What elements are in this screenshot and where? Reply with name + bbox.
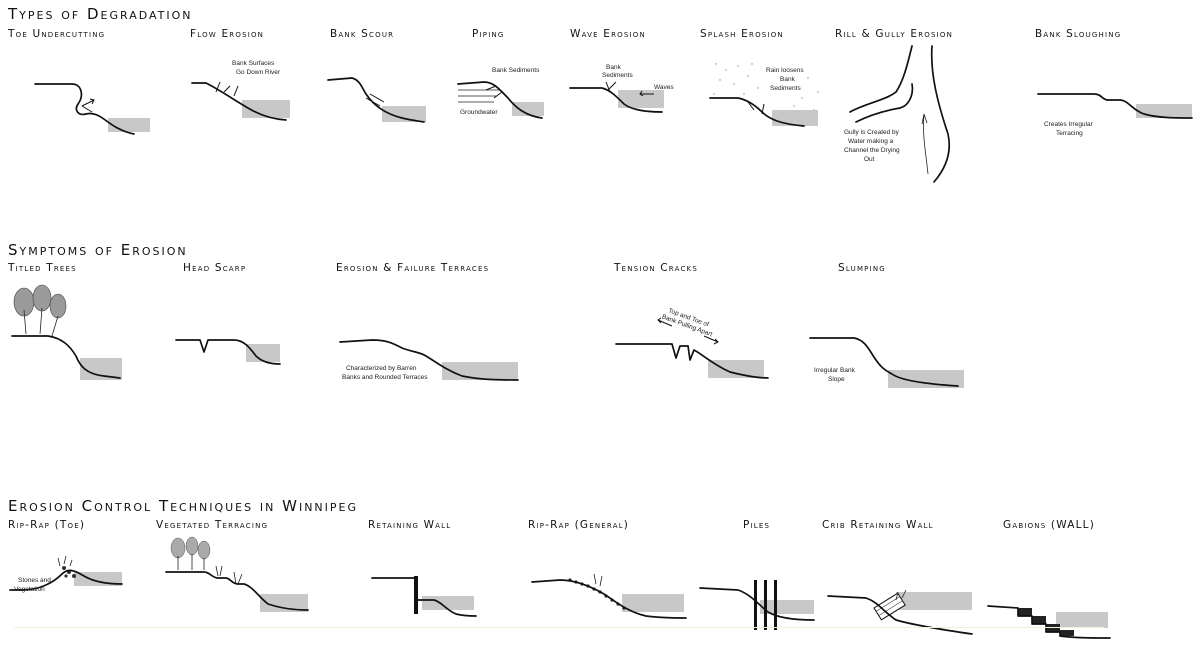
titled-trees-sketch xyxy=(11,284,122,380)
bank-scour-sketch xyxy=(327,77,426,123)
wave-note-2: Sediments xyxy=(602,72,633,79)
riprap-toe-label: Rip-Rap (Toe) xyxy=(8,519,86,531)
riprap-general-sketch xyxy=(531,573,687,619)
flow-note-1: Bank Surfaces xyxy=(232,60,275,67)
slumping-sketch: Irregular Bank Slope xyxy=(809,337,964,388)
rill-note-1: Gully is Created by xyxy=(844,129,900,136)
titled-trees-label: Titled Trees xyxy=(8,262,77,274)
symptoms-title: Symptoms of Erosion xyxy=(8,241,188,259)
wave-note-1: Bank xyxy=(606,64,622,71)
terraces-note-2: Banks and Rounded Terraces xyxy=(342,374,428,381)
rill-note-3: Channel the Drying xyxy=(844,147,900,154)
terraces-note-1: Characterized by Barren xyxy=(346,365,417,372)
piping-sediments-note: Bank Sediments xyxy=(492,67,540,74)
riprap-general-label: Rip-Rap (General) xyxy=(528,519,630,531)
slumping-note-1: Irregular Bank xyxy=(814,367,856,374)
rill-gully-sketch: Gully is Created by Water making a Chann… xyxy=(844,45,951,183)
tension-cracks-sketch: Top and Toe of Bank Pulling Apart xyxy=(615,307,769,379)
rill-note-2: Water making a xyxy=(848,138,894,145)
wave-erosion-label: Wave Erosion xyxy=(570,28,646,40)
toe-undercutting-label: Toe Undercutting xyxy=(8,28,106,40)
crib-retaining-wall-sketch xyxy=(827,589,973,635)
erosion-terraces-sketch: Characterized by Barren Banks and Rounde… xyxy=(339,339,519,381)
tension-cracks-label: Tension Cracks xyxy=(614,262,698,274)
degradation-title: Types of Degradation xyxy=(8,5,193,23)
bottom-rule xyxy=(14,627,1104,628)
riprap-toe-sketch: Stones and Vegetation xyxy=(9,555,123,593)
rill-gully-label: Rill & Gully Erosion xyxy=(835,28,954,40)
splash-erosion-label: Splash Erosion xyxy=(700,28,784,40)
gabions-wall-sketch xyxy=(987,605,1111,639)
riprap-toe-note-1: Stones and xyxy=(18,577,51,584)
bank-sloughing-label: Bank Sloughing xyxy=(1035,28,1122,40)
retaining-wall-sketch xyxy=(371,576,477,617)
piles-sketch xyxy=(699,580,815,630)
splash-erosion-sketch: Rain loosens Bank Sediments xyxy=(709,63,819,127)
sloughing-note-1: Creates Irregular xyxy=(1044,121,1094,128)
piles-label: Piles xyxy=(743,519,771,531)
vegetated-terracing-label: Vegetated Terracing xyxy=(156,519,269,531)
crib-retaining-wall-label: Crib Retaining Wall xyxy=(822,519,934,531)
wave-erosion-sketch: Bank Sediments Waves xyxy=(569,64,674,113)
sloughing-note-2: Terracing xyxy=(1056,130,1083,137)
splash-note-2: Bank xyxy=(780,76,796,83)
splash-note-1: Rain loosens xyxy=(766,67,804,74)
flow-erosion-label: Flow Erosion xyxy=(190,28,265,40)
rill-note-4: Out xyxy=(864,156,875,163)
bank-sloughing-sketch: Creates Irregular Terracing xyxy=(1037,93,1193,137)
head-scarp-label: Head Scarp xyxy=(183,262,247,274)
erosion-terraces-label: Erosion & Failure Terraces xyxy=(336,262,490,274)
wave-note-waves: Waves xyxy=(654,84,674,91)
riprap-toe-note-2: Vegetation xyxy=(14,586,45,593)
retaining-wall-label: Retaining Wall xyxy=(368,519,452,531)
bank-scour-label: Bank Scour xyxy=(330,28,395,40)
piping-groundwater-note: Groundwater xyxy=(460,109,498,116)
slumping-label: Slumping xyxy=(838,262,886,274)
toe-undercutting-sketch xyxy=(34,83,150,135)
piping-label: Piping xyxy=(472,28,505,40)
flow-note-2: Go Down River xyxy=(236,69,281,76)
slumping-note-2: Slope xyxy=(828,376,845,383)
gabions-wall-label: Gabions (WALL) xyxy=(1003,519,1096,531)
splash-note-3: Sediments xyxy=(770,85,801,92)
vegetated-terracing-sketch xyxy=(165,536,309,612)
head-scarp-sketch xyxy=(175,339,281,365)
flow-erosion-sketch: Bank Surfaces Go Down River xyxy=(191,60,290,121)
piping-sketch: Bank Sediments Groundwater xyxy=(457,67,544,119)
control-title: Erosion Control Techniques in Winnipeg xyxy=(8,497,359,515)
